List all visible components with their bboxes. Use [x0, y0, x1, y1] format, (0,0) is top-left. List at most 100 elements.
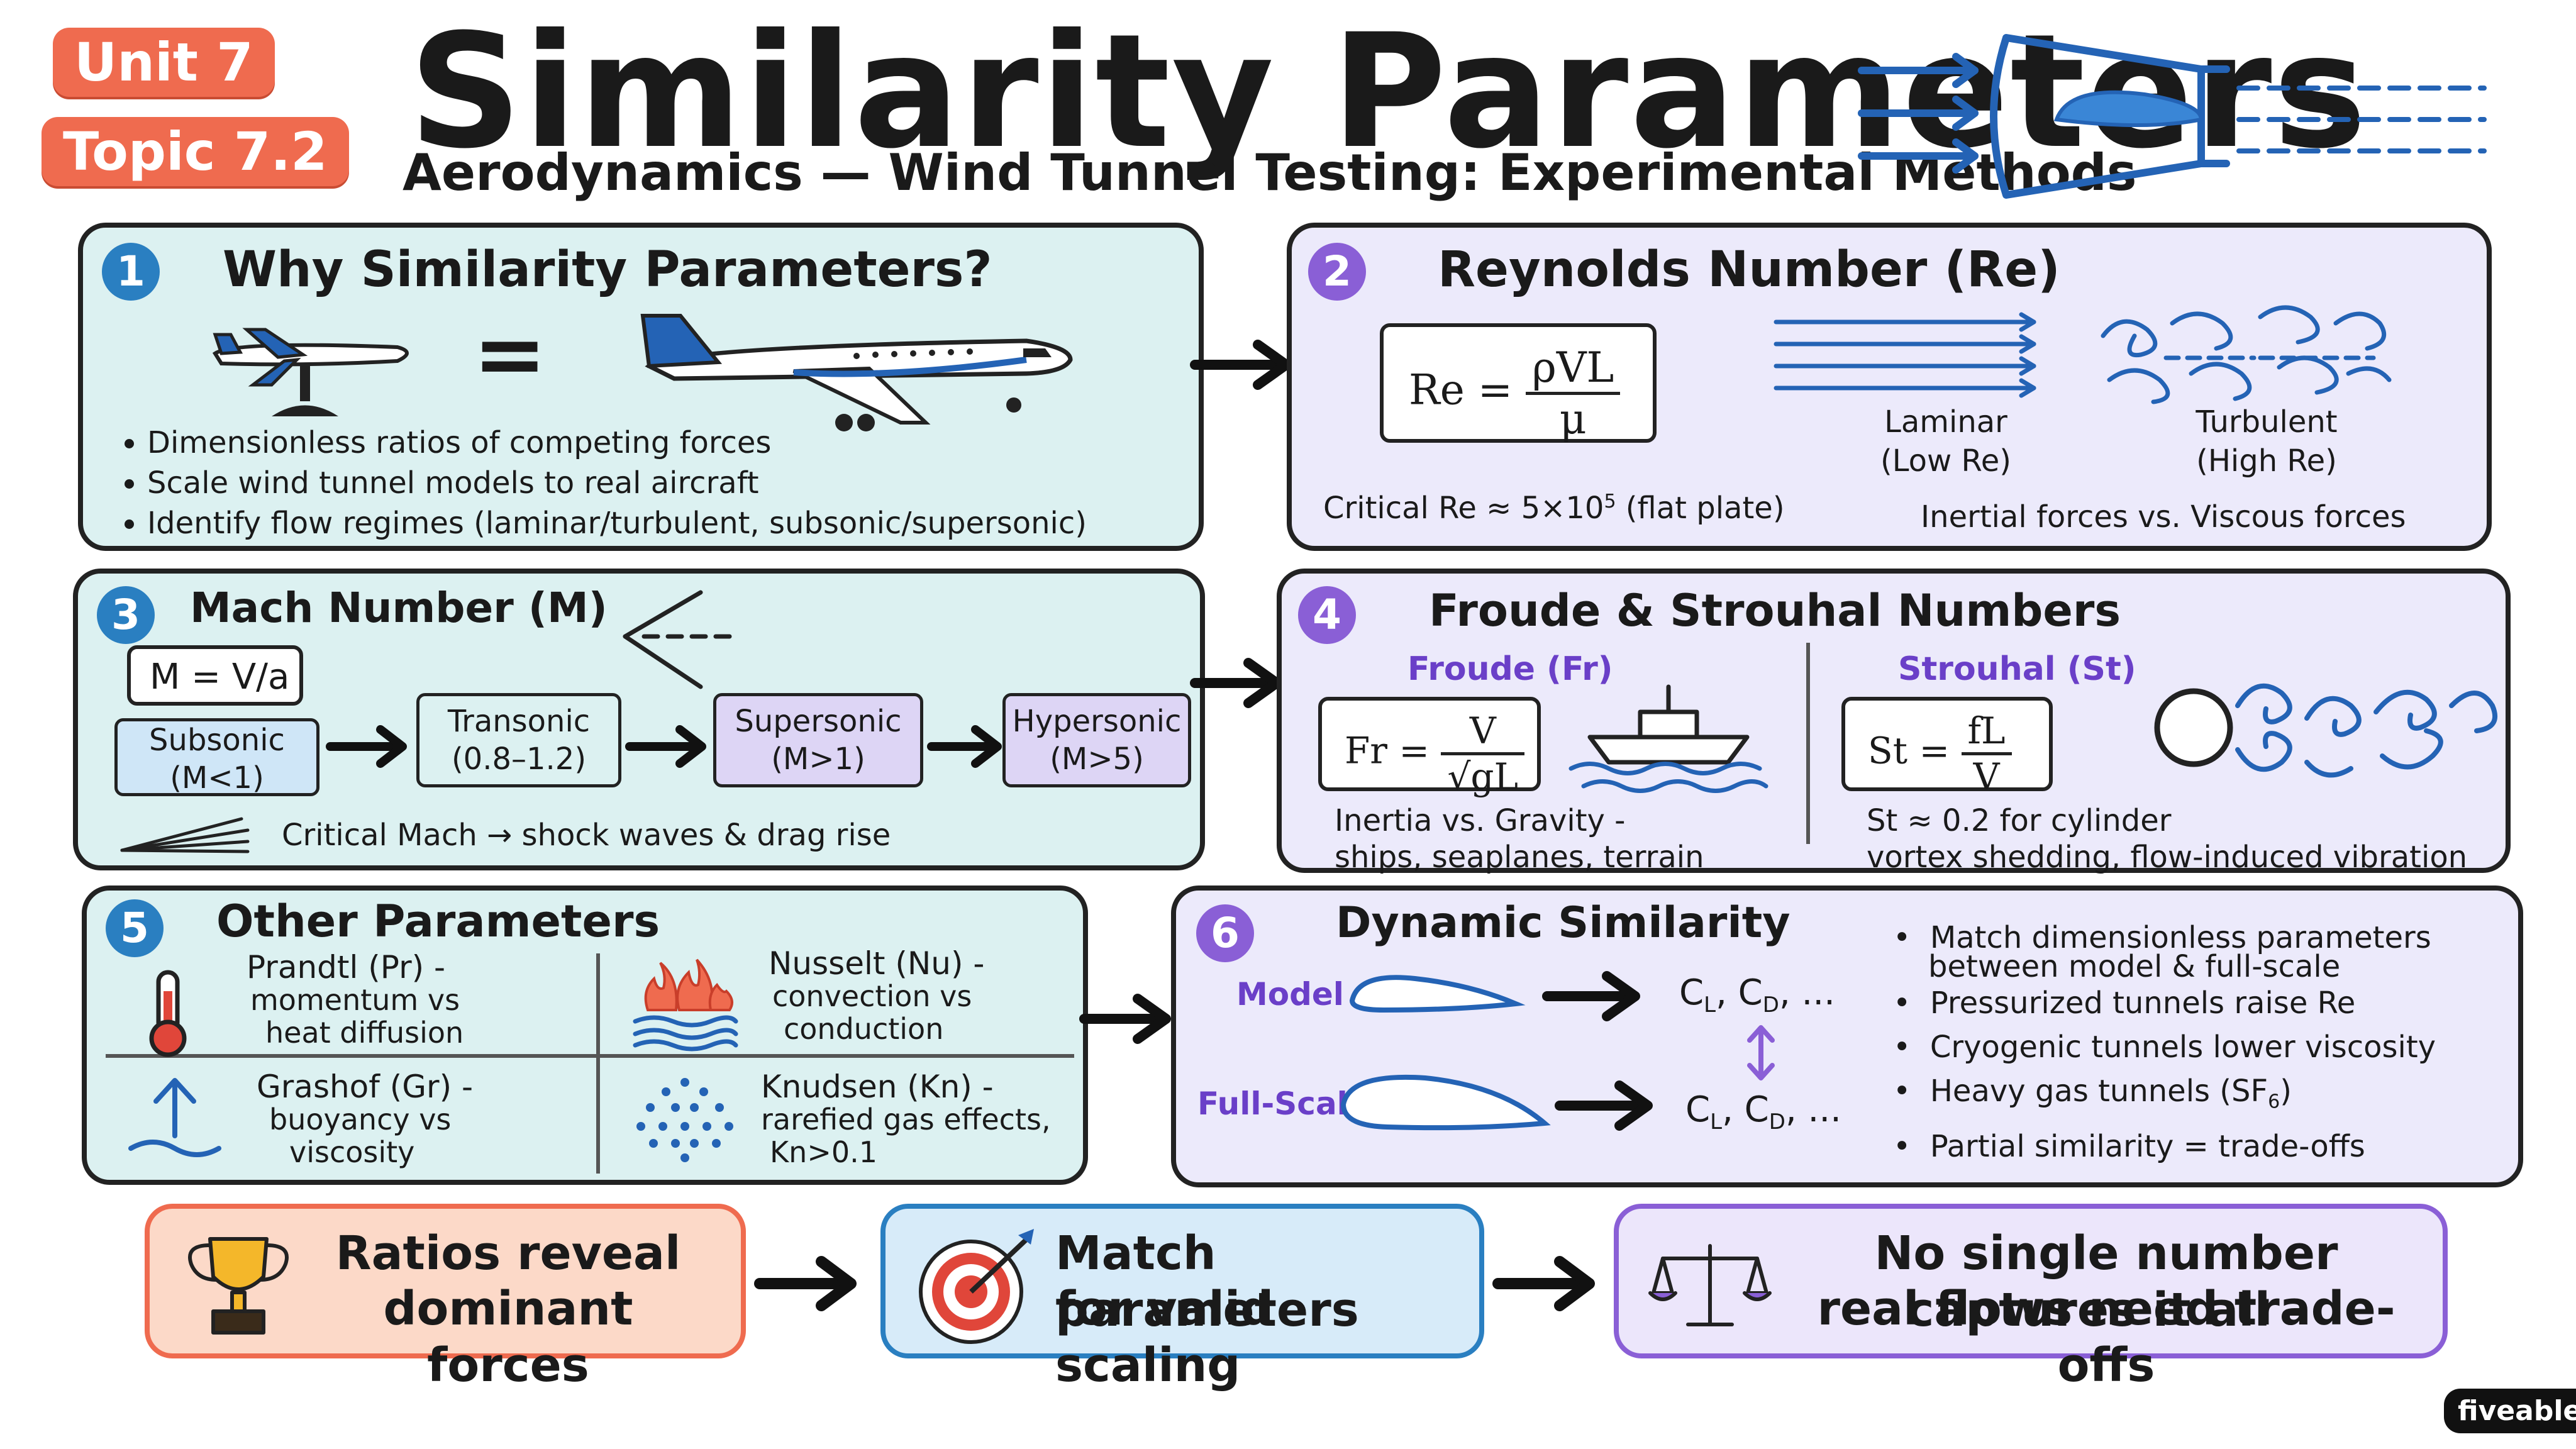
param-name: Prandtl (Pr) - [247, 949, 446, 985]
mach-formula: M = V/a [127, 645, 303, 706]
brand-logo: fiveable [2444, 1389, 2576, 1433]
regime-supersonic: Supersonic (M>1) [713, 693, 923, 787]
fullscale-coefficients: CL, CD, ... [1685, 1089, 1841, 1135]
formula-numerator: ρVL [1526, 343, 1621, 395]
panel1-bullets: Dimensionless ratios of competing forces… [114, 423, 1087, 543]
laminar-subtitle: (Low Re) [1880, 443, 2011, 479]
target-icon [919, 1229, 1034, 1344]
regime-name: Subsonic [149, 723, 285, 758]
flame-icon [633, 958, 738, 1052]
arrow-right-icon [1542, 971, 1640, 1021]
arrow-right-icon [326, 725, 407, 768]
takeaway-line: No single number captures it all - [1874, 1226, 2338, 1337]
formula-denominator: V [1973, 755, 2000, 798]
regime-transonic: Transonic (0.8–1.2) [416, 693, 621, 787]
param-name: Grashof (Gr) - [257, 1069, 474, 1105]
panel-why-similarity: 1 Why Similarity Parameters? = Dimension… [78, 223, 1204, 551]
param-desc: viscosity [289, 1135, 415, 1169]
formula-denominator: √gL [1447, 755, 1519, 798]
param-desc: buoyancy vs [269, 1102, 452, 1136]
bullet-text: Partial similarity = trade-offs [1929, 1128, 2365, 1164]
param-desc: convection vs [772, 979, 972, 1013]
takeaway-tradeoffs: No single number captures it all - real … [1614, 1204, 2448, 1392]
panel-title: Reynolds Number (Re) [1438, 242, 2060, 298]
bullet-text: Cryogenic tunnels lower viscosity [1929, 1030, 2436, 1065]
divider [1806, 643, 1810, 844]
equals-sign: = [473, 303, 547, 406]
param-desc: momentum vs [250, 983, 460, 1017]
formula-numerator: fL [1961, 709, 2012, 755]
buoyancy-arrow-icon [128, 1078, 221, 1157]
fullscale-airfoil-icon [1340, 1074, 1551, 1131]
takeaway-line: real flows need trade-offs [1817, 1282, 2396, 1392]
param-name: Nusselt (Nu) - [769, 945, 985, 982]
param-desc: Kn>0.1 [770, 1135, 878, 1169]
arrow-right-icon [1079, 994, 1171, 1044]
lift-coefficient: C [1679, 972, 1704, 1013]
param-desc: conduction [784, 1012, 944, 1046]
grashof-item: Grashof (Gr) - buoyancy vs viscosity [257, 1070, 473, 1169]
bullet-text: between model & full-scale [1928, 949, 2341, 984]
bullet-text: Match dimensionless parameters [1929, 920, 2431, 955]
page-subtitle: Aerodynamics — Wind Tunnel Testing: Expe… [402, 143, 2137, 202]
bullet: • Heavy gas tunnels (SF6) [1893, 1074, 2292, 1113]
regime-name: Hypersonic [1012, 704, 1182, 739]
froude-description: Inertia vs. Gravity - ships, seaplanes, … [1335, 802, 1704, 875]
arrow-right-icon [1492, 1256, 1595, 1311]
thermometer-icon [149, 970, 187, 1057]
prandtl-item: Prandtl (Pr) - momentum vs heat diffusio… [247, 951, 464, 1049]
reynolds-formula: Re = ρVL μ [1380, 323, 1657, 443]
froude-formula: Fr = V √gL [1318, 697, 1541, 798]
topic-badge: Topic 7.2 [42, 117, 349, 186]
panel-froude-strouhal: 4 Froude & Strouhal Numbers Froude (Fr) … [1277, 569, 2511, 875]
laminar-flow-icon [1774, 312, 2036, 398]
panel-reynolds: 2 Reynolds Number (Re) Re = ρVL μ [1287, 223, 2492, 551]
formula-denominator: μ [1559, 395, 1587, 443]
strouhal-desc-line: St ≈ 0.2 for cylinder [1867, 803, 2172, 838]
turbulent-flow-icon [2101, 305, 2392, 404]
formula-fraction: fL V [1961, 709, 2012, 798]
step-number: 3 [97, 586, 155, 644]
ship-icon [1568, 684, 1768, 793]
panel-title: Froude & Strouhal Numbers [1429, 585, 2121, 636]
formula-fraction: ρVL μ [1526, 343, 1621, 443]
arrow-right-icon [754, 1256, 857, 1311]
strouhal-description: St ≈ 0.2 for cylinder vortex shedding, f… [1867, 802, 2467, 875]
model-airplane-icon [212, 328, 409, 416]
bullet-text: Pressurized tunnels raise Re [1929, 985, 2356, 1021]
formula-lhs: Fr = [1345, 729, 1430, 772]
takeaway-match: Match parameters for valid scaling [880, 1204, 1484, 1392]
trophy-icon [188, 1237, 289, 1335]
shock-cone-icon [623, 590, 735, 689]
takeaway-ratios: Ratios reveal dominant forces [145, 1204, 746, 1392]
takeaway-line: Match parameters [1055, 1226, 1359, 1337]
critical-mach: Critical Mach → shock waves & drag rise [282, 818, 891, 853]
arrow-right-icon [1555, 1080, 1653, 1131]
critical-reynolds: Critical Re ≈ 5×105 (flat plate) [1323, 491, 1785, 526]
double-arrow-icon [1747, 1025, 1775, 1080]
page-title: Similarity Parameters [409, 0, 2368, 183]
wind-tunnel-icon [1858, 34, 2487, 199]
real-airplane-icon [640, 314, 1073, 431]
arrow-right-icon [927, 725, 1002, 768]
bullet: between model & full-scale [1893, 949, 2436, 984]
laminar-title: Laminar [1884, 404, 2007, 440]
arrow-right-icon [625, 725, 706, 768]
formula-lhs: Re = [1409, 365, 1513, 414]
panel-title: Dynamic Similarity [1336, 898, 1790, 948]
regime-subsonic: Subsonic (M<1) [114, 718, 319, 796]
froude-desc-line: Inertia vs. Gravity - [1335, 803, 1626, 838]
critical-suffix: (flat plate) [1616, 491, 1785, 526]
regime-hypersonic: Hypersonic (M>5) [1002, 693, 1191, 787]
takeaway-line: for valid scaling [1055, 1282, 1274, 1392]
divider [596, 953, 600, 1174]
rarefied-gas-icon [636, 1078, 733, 1162]
model-coefficients: CL, CD, ... [1679, 972, 1835, 1018]
critical-exponent: 5 [1604, 491, 1616, 513]
bullet-text: Heavy gas tunnels (SF [1929, 1074, 2268, 1109]
shock-wave-icon [120, 817, 250, 853]
step-number: 2 [1308, 243, 1366, 301]
param-desc: rarefied gas effects, [761, 1102, 1051, 1136]
regime-name: Transonic [447, 704, 591, 739]
arrow-right-icon [1190, 658, 1282, 708]
